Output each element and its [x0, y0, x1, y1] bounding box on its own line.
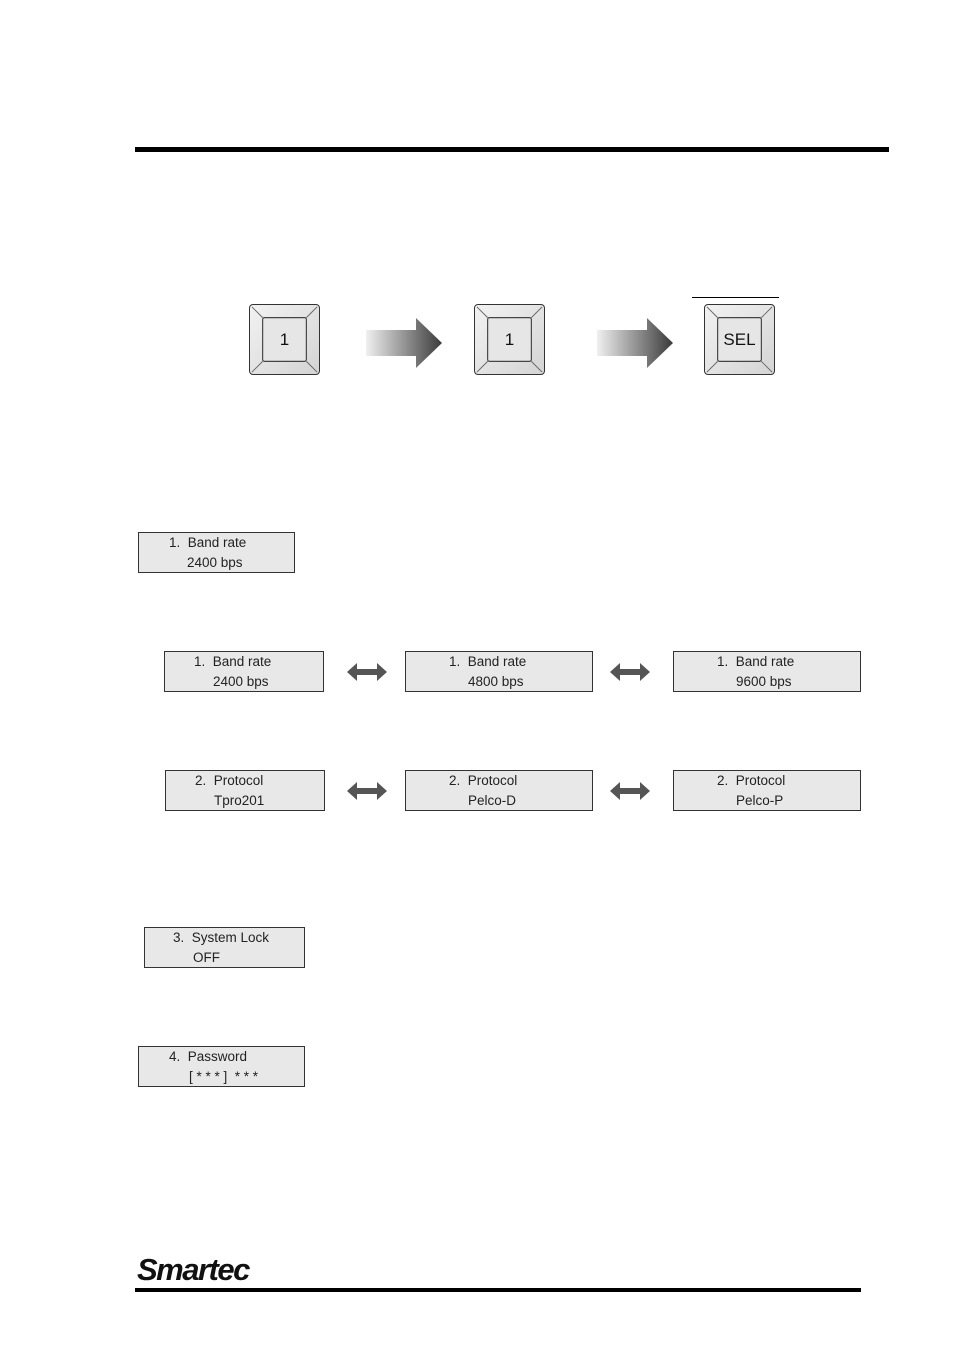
right-arrow-icon — [366, 318, 442, 368]
header-rule — [135, 147, 889, 152]
lcd-line-1: 2. Protocol — [717, 773, 785, 789]
lcd-line-1: 1. Band rate — [449, 654, 526, 670]
key-label: SEL — [705, 305, 774, 374]
toggle-arrow-protocol-2 — [610, 782, 650, 800]
lcd-password: 4. Password [ * * * ] * * * — [138, 1046, 305, 1087]
lcd-line-2: OFF — [193, 950, 220, 966]
footer-rule — [135, 1288, 861, 1292]
lcd-line-2: 9600 bps — [736, 674, 792, 690]
double-arrow-icon — [610, 663, 650, 681]
toggle-arrow-baud-1 — [347, 663, 387, 681]
lcd-line-1: 2. Protocol — [195, 773, 263, 789]
lcd-baud-4800: 1. Band rate 4800 bps — [405, 651, 593, 692]
lcd-protocol-pelco-p: 2. Protocol Pelco-P — [673, 770, 861, 811]
lcd-line-2: 2400 bps — [213, 674, 269, 690]
logo-wordmark: Smartec — [137, 1252, 250, 1287]
lcd-line-1: 1. Band rate — [717, 654, 794, 670]
lcd-line-1: 2. Protocol — [449, 773, 517, 789]
lcd-line-2: 4800 bps — [468, 674, 524, 690]
toggle-arrow-baud-2 — [610, 663, 650, 681]
lcd-system-lock: 3. System Lock OFF — [144, 927, 305, 968]
lcd-baud-9600: 1. Band rate 9600 bps — [673, 651, 861, 692]
lcd-protocol-tpro201: 2. Protocol Tpro201 — [165, 770, 325, 811]
lcd-protocol-pelco-d: 2. Protocol Pelco-D — [405, 770, 593, 811]
lcd-line-2: [ * * * ] * * * — [189, 1069, 258, 1085]
lcd-line-1: 3. System Lock — [173, 930, 269, 946]
key-label: 1 — [475, 305, 544, 374]
lcd-baud-rate-default: 1. Band rate 2400 bps — [138, 532, 295, 573]
smartec-logo: Smartec — [135, 1248, 265, 1288]
lcd-line-2: Tpro201 — [214, 793, 264, 809]
flow-arrow-2 — [597, 318, 673, 368]
toggle-arrow-protocol-1 — [347, 782, 387, 800]
lcd-line-1: 1. Band rate — [169, 535, 246, 551]
double-arrow-icon — [347, 663, 387, 681]
lcd-line-2: 2400 bps — [187, 555, 243, 571]
flow-arrow-1 — [366, 318, 442, 368]
lcd-baud-2400: 1. Band rate 2400 bps — [164, 651, 324, 692]
double-arrow-icon — [347, 782, 387, 800]
lcd-line-2: Pelco-D — [468, 793, 516, 809]
sel-key-overline — [692, 297, 779, 298]
lcd-line-1: 1. Band rate — [194, 654, 271, 670]
right-arrow-icon — [597, 318, 673, 368]
key-label: 1 — [250, 305, 319, 374]
key-1-first: 1 — [249, 304, 320, 375]
lcd-line-2: Pelco-P — [736, 793, 783, 809]
lcd-line-1: 4. Password — [169, 1049, 247, 1065]
key-1-second: 1 — [474, 304, 545, 375]
double-arrow-icon — [610, 782, 650, 800]
smartec-logo-icon: Smartec — [135, 1248, 265, 1288]
key-sel: SEL — [704, 304, 775, 375]
